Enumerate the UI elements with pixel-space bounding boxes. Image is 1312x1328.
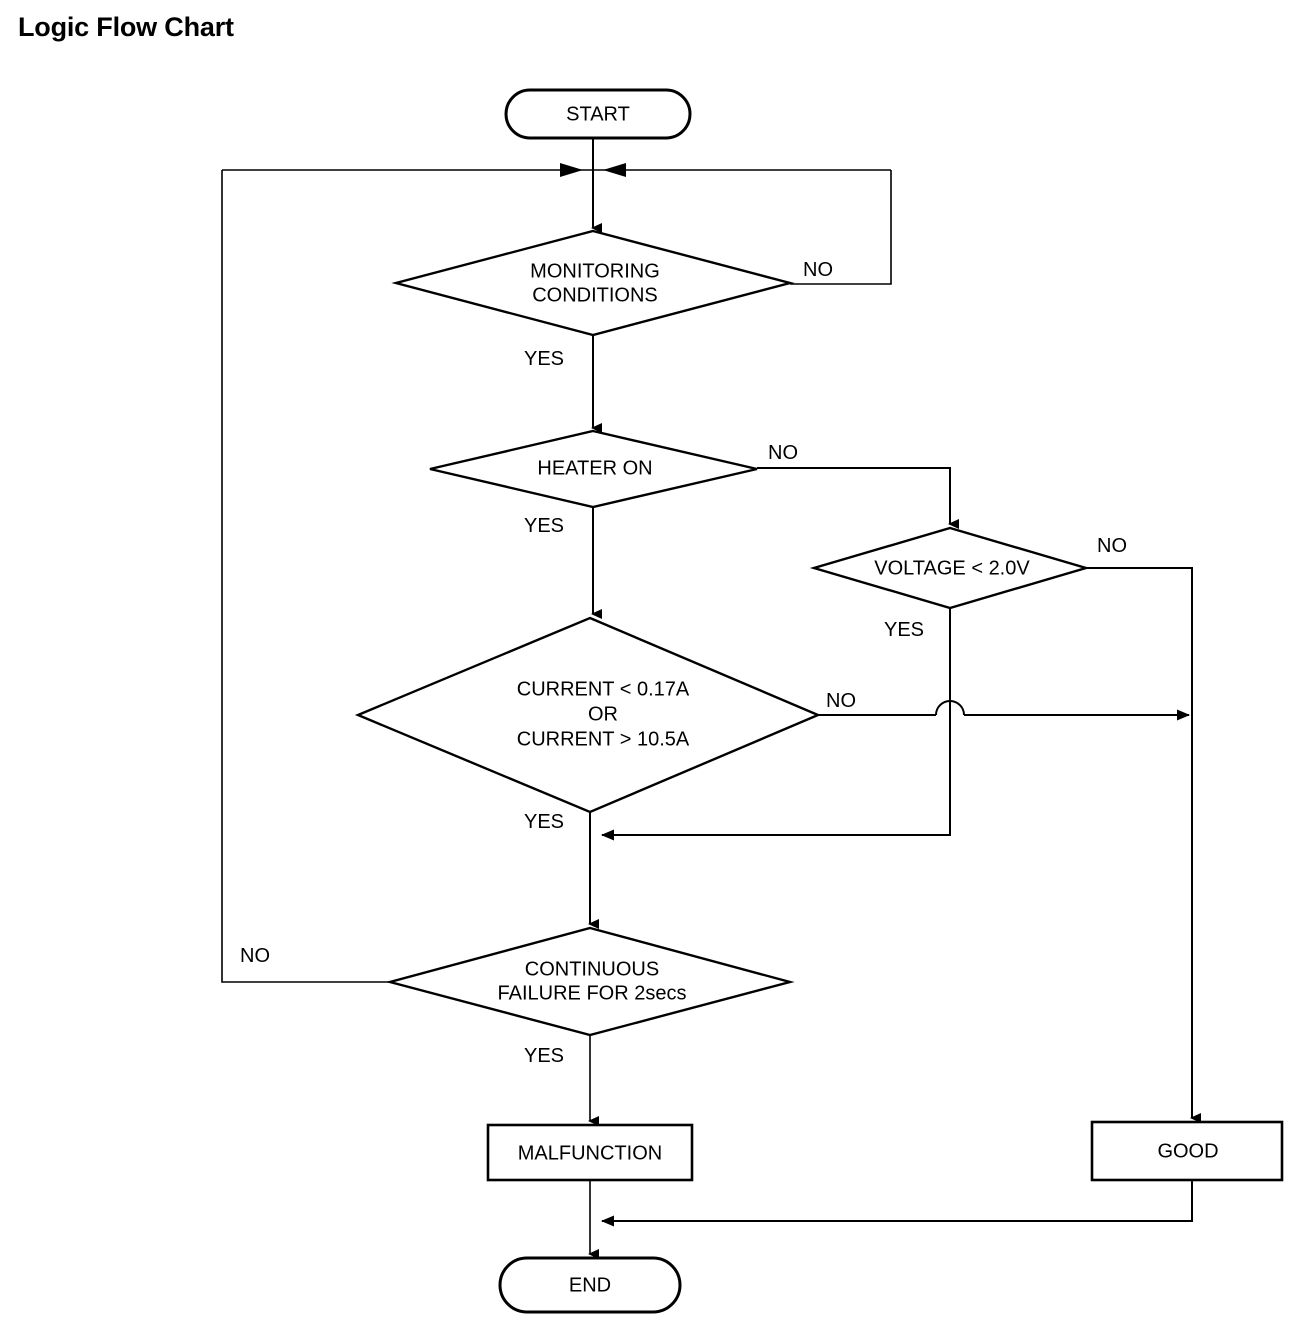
- node-voltage[interactable]: [809, 526, 1091, 610]
- connector-good-to-end-merge: [601, 1180, 1193, 1227]
- node-continuous[interactable]: [385, 926, 795, 1037]
- node-voltage-label: VOLTAGE < 2.0V: [874, 557, 1030, 579]
- node-monitoring-label-line1: MONITORING: [530, 260, 660, 282]
- edge-label-current-no: NO: [826, 690, 856, 712]
- junction-arrowhead-right: [603, 163, 626, 177]
- junction-arrowhead-left: [560, 163, 583, 177]
- node-end-label: END: [569, 1274, 611, 1296]
- edge-label-heater-yes: YES: [524, 515, 564, 537]
- node-good[interactable]: [1090, 1120, 1284, 1182]
- connector-continuous-no-loopback: [221, 170, 390, 983]
- node-current-label-line2: OR: [588, 703, 618, 725]
- node-continuous-label-line2: FAILURE FOR 2secs: [498, 982, 687, 1004]
- edge-label-continuous-yes: YES: [524, 1045, 564, 1067]
- edge-label-current-yes: YES: [524, 811, 564, 833]
- node-malfunction-label: MALFUNCTION: [518, 1142, 662, 1164]
- node-heater[interactable]: [429, 429, 758, 509]
- connector-voltage-yes-to-merge: [601, 608, 951, 841]
- edge-label-monitoring-yes: YES: [524, 348, 564, 370]
- node-current-label-line1: CURRENT < 0.17A: [517, 678, 690, 700]
- page-title: Logic Flow Chart: [18, 12, 234, 42]
- edge-label-monitoring-no: NO: [803, 259, 833, 281]
- node-monitoring[interactable]: [391, 229, 795, 337]
- node-malfunction[interactable]: [486, 1123, 694, 1182]
- connector-voltage-no-to-good: [1086, 567, 1201, 1123]
- node-good-label: GOOD: [1157, 1140, 1218, 1162]
- connector-current-no-line-hop: [935, 700, 965, 716]
- edge-label-voltage-yes: YES: [884, 619, 924, 641]
- connector-heater-no-to-voltage: [757, 467, 959, 529]
- node-continuous-label-line1: CONTINUOUS: [525, 958, 659, 980]
- connector-monitoring-no-loopback: [790, 170, 892, 285]
- node-start-label: START: [566, 103, 630, 125]
- edge-label-continuous-no: NO: [240, 945, 270, 967]
- node-current[interactable]: [354, 616, 822, 814]
- edge-label-voltage-no: NO: [1097, 535, 1127, 557]
- node-start[interactable]: [504, 88, 692, 140]
- edge-label-heater-no: NO: [768, 442, 798, 464]
- node-end[interactable]: [498, 1256, 682, 1314]
- node-heater-label: HEATER ON: [537, 457, 652, 479]
- node-monitoring-label-line2: CONDITIONS: [532, 284, 658, 306]
- node-current-label-line3: CURRENT > 10.5A: [517, 728, 690, 750]
